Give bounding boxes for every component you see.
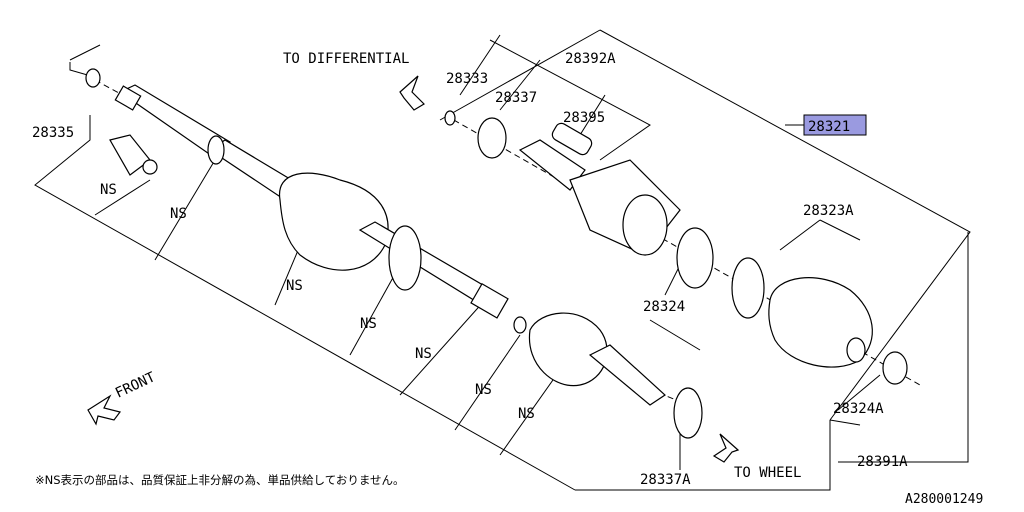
ns-label: NS (518, 406, 535, 422)
ns-label: NS (475, 382, 492, 398)
part-label-28395[interactable]: 28395 (563, 110, 605, 126)
ns-label: NS (170, 206, 187, 222)
to-wheel-label: TO WHEEL (734, 465, 801, 481)
ns-label: NS (415, 346, 432, 362)
outer-spline-shaft (588, 344, 666, 406)
part-label-28391A[interactable]: 28391A (857, 454, 908, 470)
snap-ring-28333 (444, 110, 456, 126)
part-label-28324[interactable]: 28324 (643, 299, 685, 315)
front-arrow-icon (87, 394, 122, 426)
dust-seal-28337A (673, 387, 703, 439)
part-label-28324A[interactable]: 28324A (833, 401, 884, 417)
part-label-28323A[interactable]: 28323A (803, 203, 854, 219)
front-label: FRONT (113, 369, 158, 402)
spline-end (114, 85, 142, 111)
ns-label: NS (100, 182, 117, 198)
inner-shaft-assembly (85, 68, 527, 334)
outer-cv-joint (528, 312, 608, 387)
part-label-28333[interactable]: 28333 (446, 71, 488, 87)
to-differential-label: TO DIFFERENTIAL (283, 51, 409, 67)
part-label-28337[interactable]: 28337 (495, 90, 537, 106)
band-28323A (731, 257, 765, 319)
figure-id: A280001249 (905, 492, 983, 507)
shaft-spline (470, 283, 509, 319)
plug-28395 (551, 122, 593, 156)
ns-label: NS (286, 278, 303, 294)
leader-lines (34, 29, 971, 491)
band-clip (207, 135, 225, 165)
part-label-28335[interactable]: 28335 (32, 125, 74, 141)
boot-band (388, 225, 422, 291)
outer-joint-assembly (528, 312, 703, 439)
part-label-28337A[interactable]: 28337A (640, 472, 691, 488)
part-28321-highlight (803, 114, 867, 136)
center-axes (94, 79, 921, 411)
circlip (513, 316, 527, 334)
ns-footnote: ※NS表示の部品は、品質保証上非分解の為、単品供給しておりません。 (35, 473, 405, 487)
ns-label: NS (360, 316, 377, 332)
doj-kit (444, 110, 908, 385)
snap-ring-28335 (85, 68, 101, 88)
doj-shaft (518, 139, 586, 191)
direction-arrows (87, 75, 740, 463)
seal-28337 (477, 117, 507, 159)
to-differential-arrow-icon (399, 75, 425, 111)
band-28324A (882, 351, 908, 385)
band-28324 (676, 227, 714, 289)
to-wheel-arrow-icon (712, 433, 740, 463)
part-label-28321[interactable]: 28321 (808, 119, 850, 135)
part-label-28392A[interactable]: 28392A (565, 51, 616, 67)
